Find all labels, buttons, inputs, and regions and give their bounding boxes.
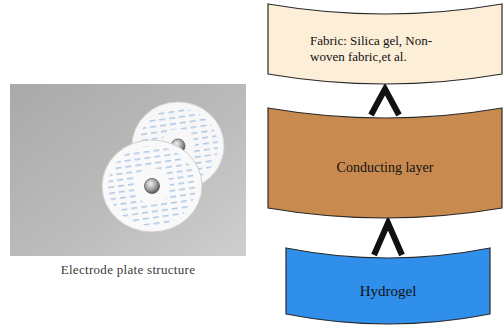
text-column: Fabric: Silica gel, Non-woven fabric,et … [310, 33, 460, 66]
layer-name: Fabric: Silica gel, Non-woven fabric,et … [310, 33, 460, 66]
electrode-disc [102, 140, 202, 232]
chevron-arrow [371, 89, 399, 115]
layer-name: Hydrogel [308, 282, 468, 301]
chevron-arrow [374, 223, 402, 255]
text-column: Hydrogel [308, 282, 468, 301]
text-holder: Fabric: Silica gel, Non-woven fabric,et … [268, 4, 502, 84]
layer-name: Conducting layer [295, 159, 475, 177]
band-shape [268, 4, 502, 84]
text-holder: Hydrogel [286, 248, 490, 324]
band-shape [286, 248, 490, 324]
text-holder: Conducting layer [268, 108, 502, 218]
hydrogel-layer-band: Hydrogel [286, 248, 490, 324]
photo-background [10, 84, 246, 256]
text-column: Conducting layer [295, 159, 475, 177]
band-shape [268, 108, 502, 218]
figure-caption: Electrode plate structure [61, 262, 196, 278]
conducting-layer-band: Conducting layer [268, 108, 502, 218]
fabric-layer-band: Fabric: Silica gel, Non-woven fabric,et … [268, 4, 502, 84]
